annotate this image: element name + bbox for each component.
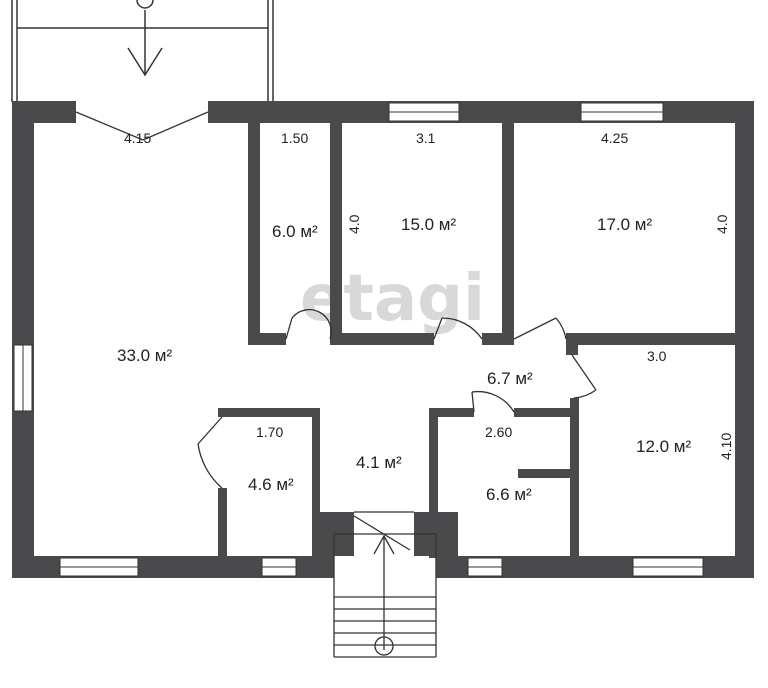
entry-arrow-head: [127, 47, 163, 77]
room-dim-bedroom-2-length: 4.0: [714, 214, 730, 234]
room-dim-bedroom-1-width: 3.1: [416, 130, 436, 146]
entrance-stairs: [333, 533, 437, 658]
walls: [12, 101, 754, 578]
entry-door: [142, 111, 209, 141]
room-dim-kitchen-width: 2.60: [485, 424, 512, 440]
bedroom-door: [571, 354, 597, 391]
room-area-bedroom-2: 17.0 м²: [597, 215, 652, 234]
room-area-hall: 6.7 м²: [487, 369, 533, 388]
room-labels: 33.0 м² 4.15 6.0 м² 1.50 15.0 м² 3.1 4.0…: [117, 130, 734, 504]
room-dim-bathroom-width: 1.70: [256, 424, 283, 440]
room-area-bedroom-1: 15.0 м²: [401, 215, 456, 234]
room-area-corridor: 4.1 м²: [356, 453, 402, 472]
room-dim-bedroom-2-width: 4.25: [601, 130, 628, 146]
room-dim-bedroom-3-length: 4.10: [718, 433, 734, 460]
room-dim-closet-width: 1.50: [281, 130, 308, 146]
room-dim-living-width: 4.15: [124, 130, 151, 146]
front-door: [353, 515, 411, 551]
terrace: [11, 0, 274, 102]
entry-door: [75, 111, 144, 141]
room-area-living: 33.0 м²: [117, 346, 172, 365]
closet-door: [285, 317, 293, 340]
kitchen-door: [471, 391, 475, 413]
bedroom-door: [433, 317, 443, 340]
room-dim-bedroom-1-length: 4.0: [346, 214, 362, 234]
bedroom-door: [513, 317, 557, 340]
room-dim-bedroom-3-width: 3.0: [647, 348, 667, 364]
bathroom-door: [197, 416, 223, 445]
room-area-closet: 6.0 м²: [272, 222, 318, 241]
room-area-kitchen: 6.6 м²: [486, 485, 532, 504]
doors: [75, 111, 597, 551]
room-area-bathroom: 4.6 м²: [248, 475, 294, 494]
watermark-text: etagi: [300, 262, 485, 336]
room-area-bedroom-3: 12.0 м²: [636, 437, 691, 456]
